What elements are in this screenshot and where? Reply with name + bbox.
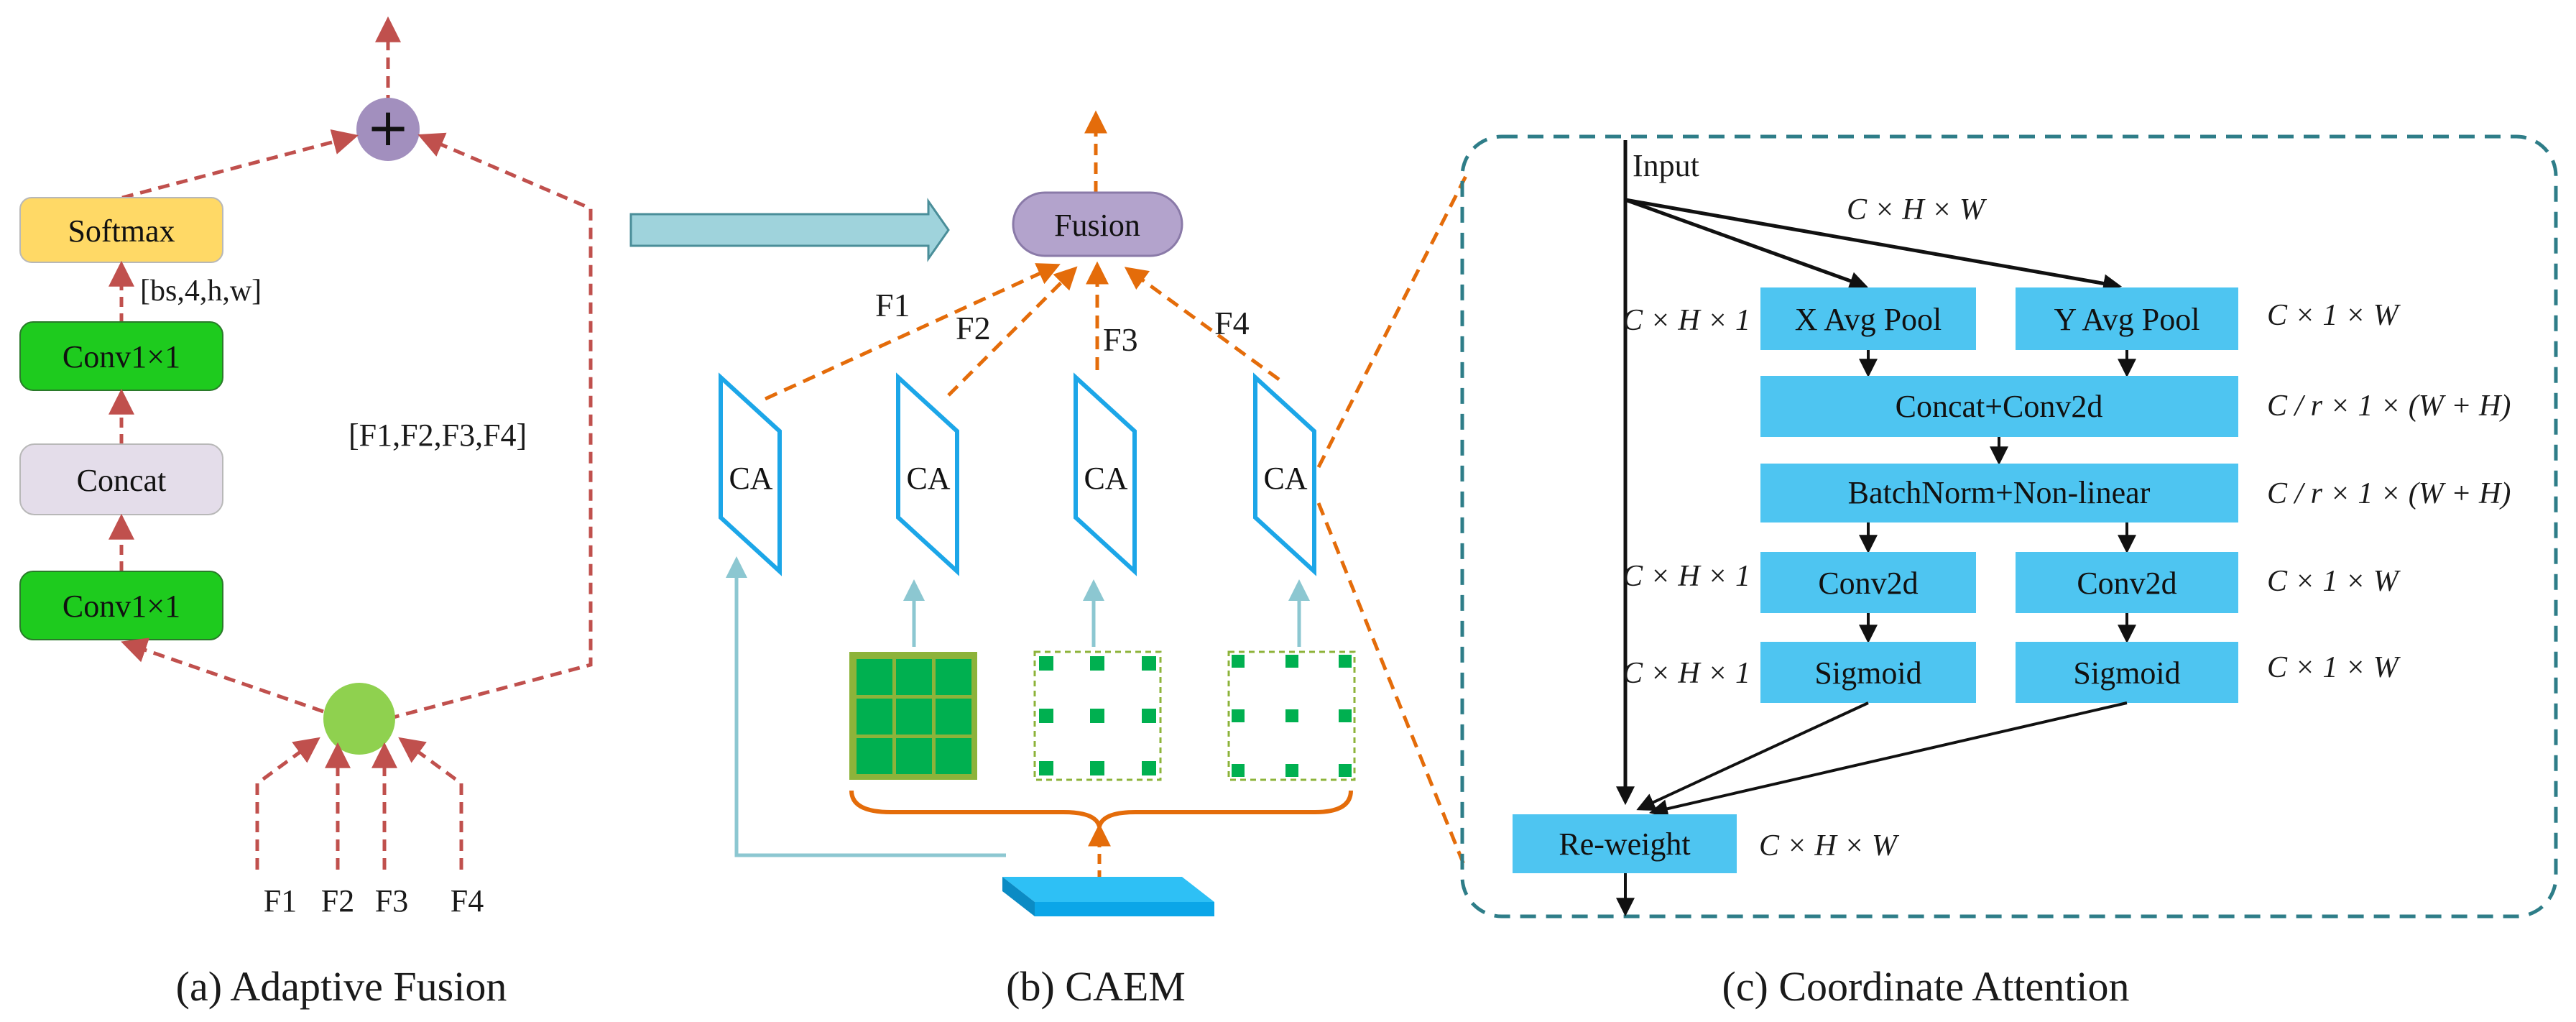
input-f4-arrow xyxy=(398,737,463,870)
input-to-ypool-arrow xyxy=(1625,198,2123,293)
edge-label-f1: F1 xyxy=(875,287,910,323)
caption-c: (c) Coordinate Attention xyxy=(1722,963,2130,1010)
caption-a: (a) Adaptive Fusion xyxy=(176,963,507,1010)
ca-block-4 xyxy=(1253,372,1316,576)
dim-left-1: C × H × 1 xyxy=(1622,304,1750,337)
input-f2-label: F2 xyxy=(321,883,354,919)
input-to-xpool-arrow xyxy=(1625,198,1868,290)
ca-label-1: CA xyxy=(729,461,772,496)
input-f1-arrow xyxy=(255,737,320,870)
conv-top-label: Conv1×1 xyxy=(63,339,180,374)
ca-label-4: CA xyxy=(1263,461,1307,496)
reweight-box xyxy=(1513,814,1737,873)
fusion-label: Fusion xyxy=(1054,208,1140,243)
softmax-label: Softmax xyxy=(68,213,175,249)
input-feature-slab xyxy=(1002,877,1214,916)
aggregate-node xyxy=(323,683,395,755)
ca-block-2 xyxy=(896,372,959,576)
ca-label-2: CA xyxy=(906,461,950,496)
input-f1-label: F1 xyxy=(264,883,297,919)
ca1-to-fusion-arrow xyxy=(764,263,1061,401)
node-to-conv-arrow xyxy=(121,637,324,714)
dim-left-3: C × H × 1 xyxy=(1622,657,1750,690)
features-to-add-arrow xyxy=(387,132,593,721)
concat-conv-label: Concat+Conv2d xyxy=(1896,389,2103,424)
shape-label: [bs,4,h,w] xyxy=(140,275,262,308)
ca2-to-fusion-arrow xyxy=(947,266,1078,397)
edge-label-f3: F3 xyxy=(1103,321,1138,358)
input-label: Input xyxy=(1633,148,1699,183)
features-list-label: [F1,F2,F3,F4] xyxy=(348,418,527,453)
add-node xyxy=(356,98,420,161)
dim-right-3: C / r × 1 × (W + H) xyxy=(2267,477,2511,510)
sigmoid-right-box xyxy=(2016,642,2238,703)
slab-to-ca1-arrow xyxy=(726,556,1006,857)
x-avg-pool-box xyxy=(1760,287,1976,350)
conv2d-right-box xyxy=(2016,552,2238,613)
batchnorm-label: BatchNorm+Non-linear xyxy=(1848,475,2151,510)
block-arrow xyxy=(629,198,950,262)
panel-c: Input C × H × W X Avg Pool Y Avg Pool C … xyxy=(1460,134,2558,1010)
conv2d-right-label: Conv2d xyxy=(2077,566,2176,601)
dim-right-1: C × 1 × W xyxy=(2267,299,2401,332)
sigmoid-left-to-reweight-arrow xyxy=(1636,701,1869,811)
conv-bottom-label: Conv1×1 xyxy=(63,589,180,624)
add-symbol: + xyxy=(366,97,410,157)
reweight-label: Re-weight xyxy=(1559,827,1690,862)
grouping-brace xyxy=(849,790,1353,828)
panel-a: + Softmax [bs,4,h,w] Conv1×1 Concat Conv… xyxy=(19,16,593,1010)
dilated-conv-grid-2 xyxy=(1227,650,1356,781)
x-avg-pool-label: X Avg Pool xyxy=(1795,302,1942,337)
conv2d-left-box xyxy=(1760,552,1976,613)
softmax-to-add-arrow xyxy=(121,129,359,200)
ca-block-1 xyxy=(719,372,782,576)
ca4-to-fusion-arrow xyxy=(1124,267,1280,382)
zoom-line-top xyxy=(1316,175,1468,469)
edge-label-f4: F4 xyxy=(1214,305,1250,341)
ca-block-3 xyxy=(1074,372,1137,576)
concat-label: Concat xyxy=(77,463,167,498)
top-dim-label: C × H × W xyxy=(1847,193,1988,226)
sigmoid-left-box xyxy=(1760,642,1976,703)
batchnorm-box xyxy=(1760,464,2238,522)
sigmoid-left-label: Sigmoid xyxy=(1814,655,1921,691)
y-avg-pool-label: Y Avg Pool xyxy=(2054,302,2200,337)
dim-right-2: C / r × 1 × (W + H) xyxy=(2267,390,2511,423)
reweight-dim: C × H × W xyxy=(1759,829,1900,862)
dim-right-5: C × 1 × W xyxy=(2267,651,2401,684)
sigmoid-right-label: Sigmoid xyxy=(2073,655,2180,691)
input-f4-label: F4 xyxy=(451,883,484,919)
coordinate-attention-frame xyxy=(1460,134,2558,919)
concat-conv-box xyxy=(1760,376,2238,437)
ca-label-3: CA xyxy=(1084,461,1127,496)
panel-b: Fusion F1 F2 F3 F4 CA CA CA CA xyxy=(719,110,1468,1010)
fusion-box xyxy=(1012,191,1183,257)
dilated-conv-grid-1 xyxy=(1033,650,1162,781)
dim-right-4: C × 1 × W xyxy=(2267,565,2401,598)
dense-conv-grid xyxy=(849,652,977,780)
caption-b: (b) CAEM xyxy=(1006,963,1186,1010)
edge-label-f2: F2 xyxy=(956,310,991,346)
conv2d-left-label: Conv2d xyxy=(1818,566,1918,601)
zoom-line-bottom xyxy=(1316,502,1468,870)
dim-left-2: C × H × 1 xyxy=(1622,560,1750,593)
input-f3-label: F3 xyxy=(375,883,408,919)
sigmoid-right-to-reweight-arrow xyxy=(1648,701,2128,819)
y-avg-pool-box xyxy=(2016,287,2238,350)
